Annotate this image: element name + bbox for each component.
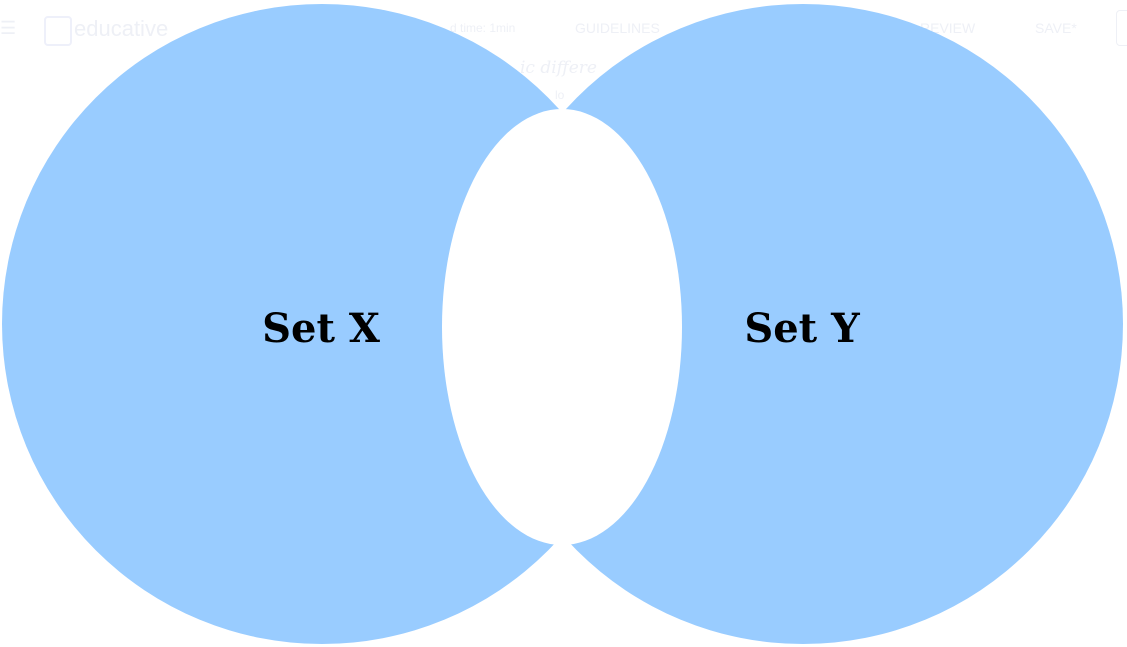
- educative-logo-icon: [44, 16, 72, 46]
- read-time: d time: 1min: [450, 21, 516, 35]
- heading-fragment: ic differe: [520, 58, 597, 78]
- brand-name: educative: [74, 16, 169, 41]
- guidelines-button[interactable]: GUIDELINES: [575, 20, 660, 36]
- menu-icon[interactable]: ☰: [0, 18, 17, 38]
- set-y-label: Set Y: [744, 305, 860, 352]
- top-right-button[interactable]: [1116, 10, 1127, 46]
- set-x-label: Set X: [262, 305, 380, 352]
- subheading-fragment: lo: [555, 88, 565, 102]
- save-button[interactable]: SAVE*: [1035, 20, 1077, 36]
- intersection-region: [442, 109, 682, 545]
